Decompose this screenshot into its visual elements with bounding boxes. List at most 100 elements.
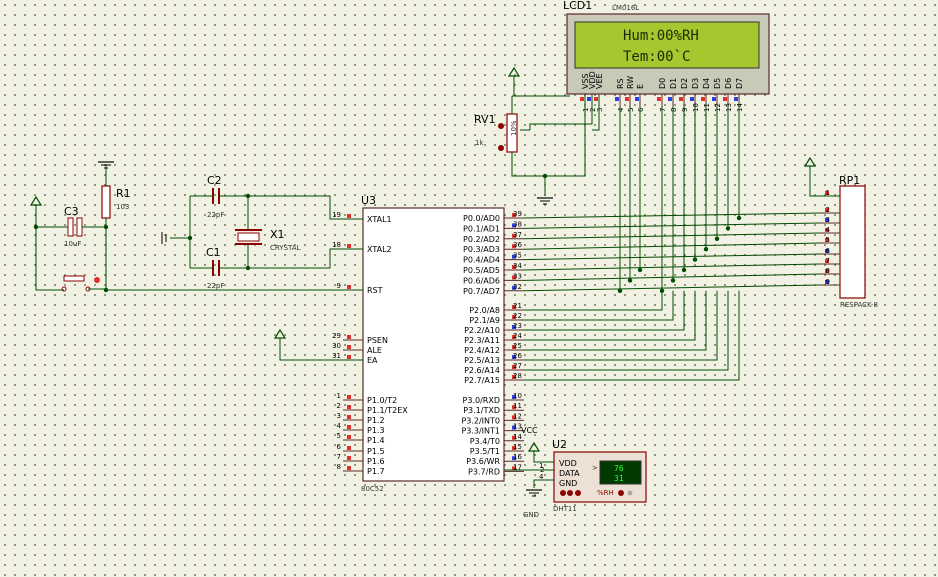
mcu-left-pin-name: P1.6 xyxy=(367,457,385,466)
lcd-pin-number: 13 xyxy=(725,103,733,112)
rp1-part: RESPACK-8 xyxy=(840,301,878,309)
mcu-left-pin-number: 31 xyxy=(332,352,341,360)
mcu-left-pin-number: 9 xyxy=(337,282,341,290)
mcu-right-pin-number: 24 xyxy=(513,332,522,340)
c3-value: 10uF xyxy=(64,240,81,248)
crystal-x1[interactable]: X1 CRYSTAL xyxy=(235,228,301,252)
lcd-pin-label: D5 xyxy=(713,78,722,89)
mcu-right-pin-number: 12 xyxy=(513,412,522,420)
lcd-pin-label: D2 xyxy=(680,78,689,89)
lcd-pins: VSS1VDD2VEE3RS4RW5E6D07D18D29D310D411D51… xyxy=(580,71,744,112)
c1-ref: C1 xyxy=(206,246,221,259)
lcd-pin-number: 7 xyxy=(659,108,667,112)
net-label-gnd: GND xyxy=(523,511,539,519)
mcu-left-pin-name: RST xyxy=(367,286,383,295)
mcu-right-pin-number: 15 xyxy=(513,443,522,451)
junctions xyxy=(33,173,742,293)
mcu-left-pin-number: 18 xyxy=(332,241,341,249)
lcd-pin-number: 1 xyxy=(582,108,590,112)
lcd-pin-number: 9 xyxy=(681,108,689,112)
rp1-pin-number: 4 xyxy=(826,226,831,234)
mcu-right-pin-name: P2.2/A10 xyxy=(464,326,500,335)
u2-part: DHT11 xyxy=(553,505,577,513)
mcu-left-pin-number: 29 xyxy=(332,332,341,340)
mcu-right-pin-number: 16 xyxy=(513,453,522,461)
mcu-part: 80C52 xyxy=(361,485,384,493)
rv1-label: 10% xyxy=(510,120,518,136)
mcu-left-pin-number: 3 xyxy=(337,412,341,420)
mcu-right-pin-name: P2.0/A8 xyxy=(469,306,500,315)
lcd-pin-number: 4 xyxy=(617,107,625,112)
lcd-line-2: Tem:00`C xyxy=(623,49,690,65)
mcu-right-pin-number: 11 xyxy=(513,402,522,410)
mcu-left-pin-number: 2 xyxy=(337,402,341,410)
mcu-left-pin-name: P1.4 xyxy=(367,436,385,445)
mcu-right-pin-number: 23 xyxy=(513,322,522,330)
lcd-pin-label: VSS xyxy=(581,73,590,89)
lcd-pin-label: D7 xyxy=(735,78,744,89)
x1-ref: X1 xyxy=(270,228,285,241)
rv1-ref: RV1 xyxy=(474,113,496,126)
mcu-right-pin-number: 36 xyxy=(513,241,522,249)
mcu-left-pin-number: 7 xyxy=(337,453,341,461)
lcd-pin-label: D4 xyxy=(702,78,711,89)
mcu-left-pin-name: XTAL2 xyxy=(367,245,392,254)
mcu-right-pin-number: 28 xyxy=(513,372,522,380)
mcu-right-pin-number: 37 xyxy=(513,231,522,239)
mcu-right-pin-name: P3.1/TXD xyxy=(463,406,500,415)
r1-ref: R1 xyxy=(116,187,131,200)
lcd-line-1: Hum:00%RH xyxy=(623,28,699,44)
x1-value: CRYSTAL xyxy=(270,244,301,252)
mcu-right-pin-number: 32 xyxy=(513,283,522,291)
resistor-r1[interactable]: R1 103 xyxy=(101,185,131,219)
net-label-vcc: VCC xyxy=(521,426,538,435)
lcd-pin-label: E xyxy=(636,84,645,89)
sensor-u2[interactable]: > 76 31 %RH VDD DATA GND U2 DHT11 1 2 4 xyxy=(539,438,647,513)
lcd-pin-label: D0 xyxy=(658,78,667,89)
mcu-right-pin-number: 35 xyxy=(513,252,522,260)
reset-button[interactable] xyxy=(61,275,100,292)
lcd-part: LM016L xyxy=(612,4,639,12)
mcu-right-pin-number: 38 xyxy=(513,220,522,228)
mcu-left-pin-number: 4 xyxy=(337,422,342,430)
mcu-right-pin-number: 25 xyxy=(513,342,522,350)
lcd-pin-number: 14 xyxy=(736,103,744,112)
lcd-pin-label: D6 xyxy=(724,78,733,89)
dht-arrow: > xyxy=(592,464,598,472)
mcu-right-pin-name: P0.1/AD1 xyxy=(463,224,500,233)
lcd-pin-number: 3 xyxy=(596,108,604,112)
capacitor-c3[interactable]: C3 10uF xyxy=(64,205,83,248)
mcu-right-pin-number: 34 xyxy=(513,262,522,270)
capacitor-c2[interactable]: C2 22pF xyxy=(207,174,224,219)
mcu-right-pin-name: P0.6/AD6 xyxy=(463,276,500,285)
lcd-pin-number: 8 xyxy=(670,108,678,112)
dht-pin-num-1: 1 xyxy=(539,462,543,470)
mcu-right-pin-name: P0.5/AD5 xyxy=(463,266,500,275)
mcu-right-pin-name: P0.0/AD0 xyxy=(463,214,500,223)
mcu-left-pin-name: ALE xyxy=(367,346,382,355)
mcu-left-pin-number: 8 xyxy=(337,463,341,471)
rp1-pin-number: 6 xyxy=(826,247,831,255)
mcu-right-pin-name: P3.3/INT1 xyxy=(461,427,500,436)
lcd-pin-number: 5 xyxy=(627,108,635,112)
c3-ref: C3 xyxy=(64,205,79,218)
mcu-ref: U3 xyxy=(361,194,376,207)
mcu-right-pin-number: 13 xyxy=(513,423,522,431)
dht-tem-value: 31 xyxy=(614,474,624,483)
mcu-left-pin-name: PSEN xyxy=(367,336,388,345)
mcu-right-pin-number: 14 xyxy=(513,433,522,441)
potentiometer-rv1[interactable]: RV1 1k 10% xyxy=(474,96,530,160)
lcd-module[interactable]: Hum:00%RH Tem:00`C LCD1 LM016L VSS1VDD2V… xyxy=(563,0,770,112)
mcu-left-pin-name: P1.5 xyxy=(367,447,385,456)
mcu-right-pin-name: P0.3/AD3 xyxy=(463,245,500,254)
mcu-right-pin-name: P0.2/AD2 xyxy=(463,235,500,244)
mcu-right-pin-name: P2.4/A12 xyxy=(464,346,500,355)
mcu-right-pin-name: P3.0/RXD xyxy=(463,396,500,405)
mcu-right-pin-name: P0.4/AD4 xyxy=(463,256,500,265)
mcu-right-pin-name: P3.4/T0 xyxy=(470,437,500,446)
lcd-pin-label: VDD xyxy=(588,71,597,89)
